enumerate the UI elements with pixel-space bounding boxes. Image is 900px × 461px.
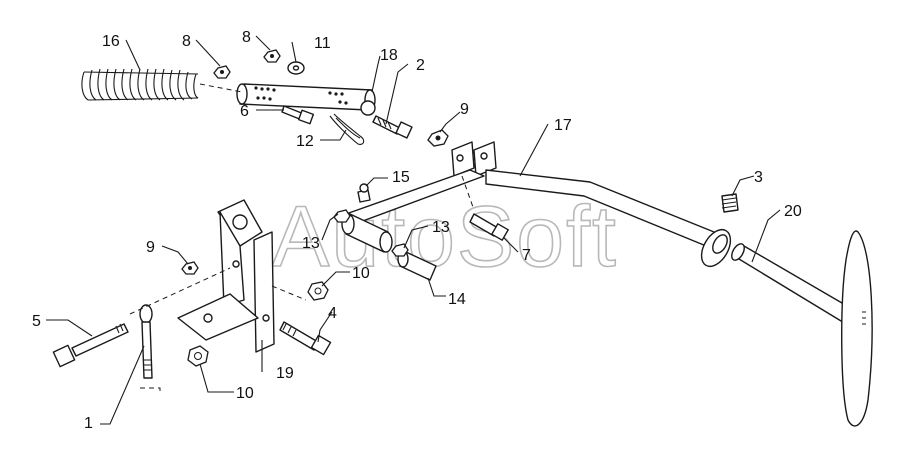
callout-7: 7 [522, 247, 531, 264]
bracket-19 [177, 199, 275, 353]
pin-18 [236, 83, 376, 111]
nut-8-left [213, 65, 231, 79]
callout-18: 18 [380, 47, 398, 64]
callout-5: 5 [32, 313, 41, 330]
spring-16 [81, 68, 199, 101]
bolt-4 [279, 321, 332, 356]
callout-9-left: 9 [146, 239, 155, 256]
callout-20: 20 [784, 203, 802, 220]
callout-4: 4 [328, 305, 337, 322]
callout-13-right: 13 [432, 219, 450, 236]
washer-18-end [360, 100, 376, 116]
callout-15: 15 [392, 169, 410, 186]
eye-bolt-1 [139, 304, 153, 379]
screw-3 [721, 193, 739, 213]
pedal-20 [731, 230, 873, 427]
callout-labels: 16 8 8 11 18 2 6 12 9 17 3 15 13 13 7 14… [32, 29, 802, 432]
callout-2: 2 [416, 57, 425, 74]
bolt-6 [281, 105, 315, 125]
callout-10-right: 10 [352, 265, 370, 282]
callout-19: 19 [276, 365, 294, 382]
callout-9-upper: 9 [460, 101, 469, 118]
nut-10-bottom [187, 345, 209, 367]
grease-fitting-15 [357, 183, 371, 203]
bolt-2 [372, 115, 413, 139]
nut-9-left [181, 261, 199, 275]
bolt-5 [52, 323, 129, 368]
nut-8-upper [263, 49, 281, 63]
nut-10-right [307, 281, 329, 301]
cotter-pin-12 [329, 113, 365, 145]
callout-13-left: 13 [302, 235, 320, 252]
assembly-lines [129, 83, 475, 392]
nut-9-upper [427, 129, 449, 147]
callout-10-bottom: 10 [236, 385, 254, 402]
washer-11 [287, 61, 305, 75]
callout-8-left: 8 [182, 33, 191, 50]
callout-17: 17 [554, 117, 572, 134]
watermark-text: AutoSoft [272, 189, 618, 285]
callout-11: 11 [314, 35, 331, 52]
callout-3: 3 [754, 169, 763, 186]
callout-16: 16 [102, 33, 120, 50]
leader-lines [46, 35, 781, 425]
bolt-7 [469, 213, 509, 241]
callout-8-upper: 8 [242, 29, 251, 46]
callout-14: 14 [448, 291, 466, 308]
callout-6: 6 [240, 103, 249, 120]
callout-12: 12 [296, 133, 314, 150]
callout-1: 1 [84, 415, 93, 432]
pedal-arm-17 [341, 141, 732, 268]
